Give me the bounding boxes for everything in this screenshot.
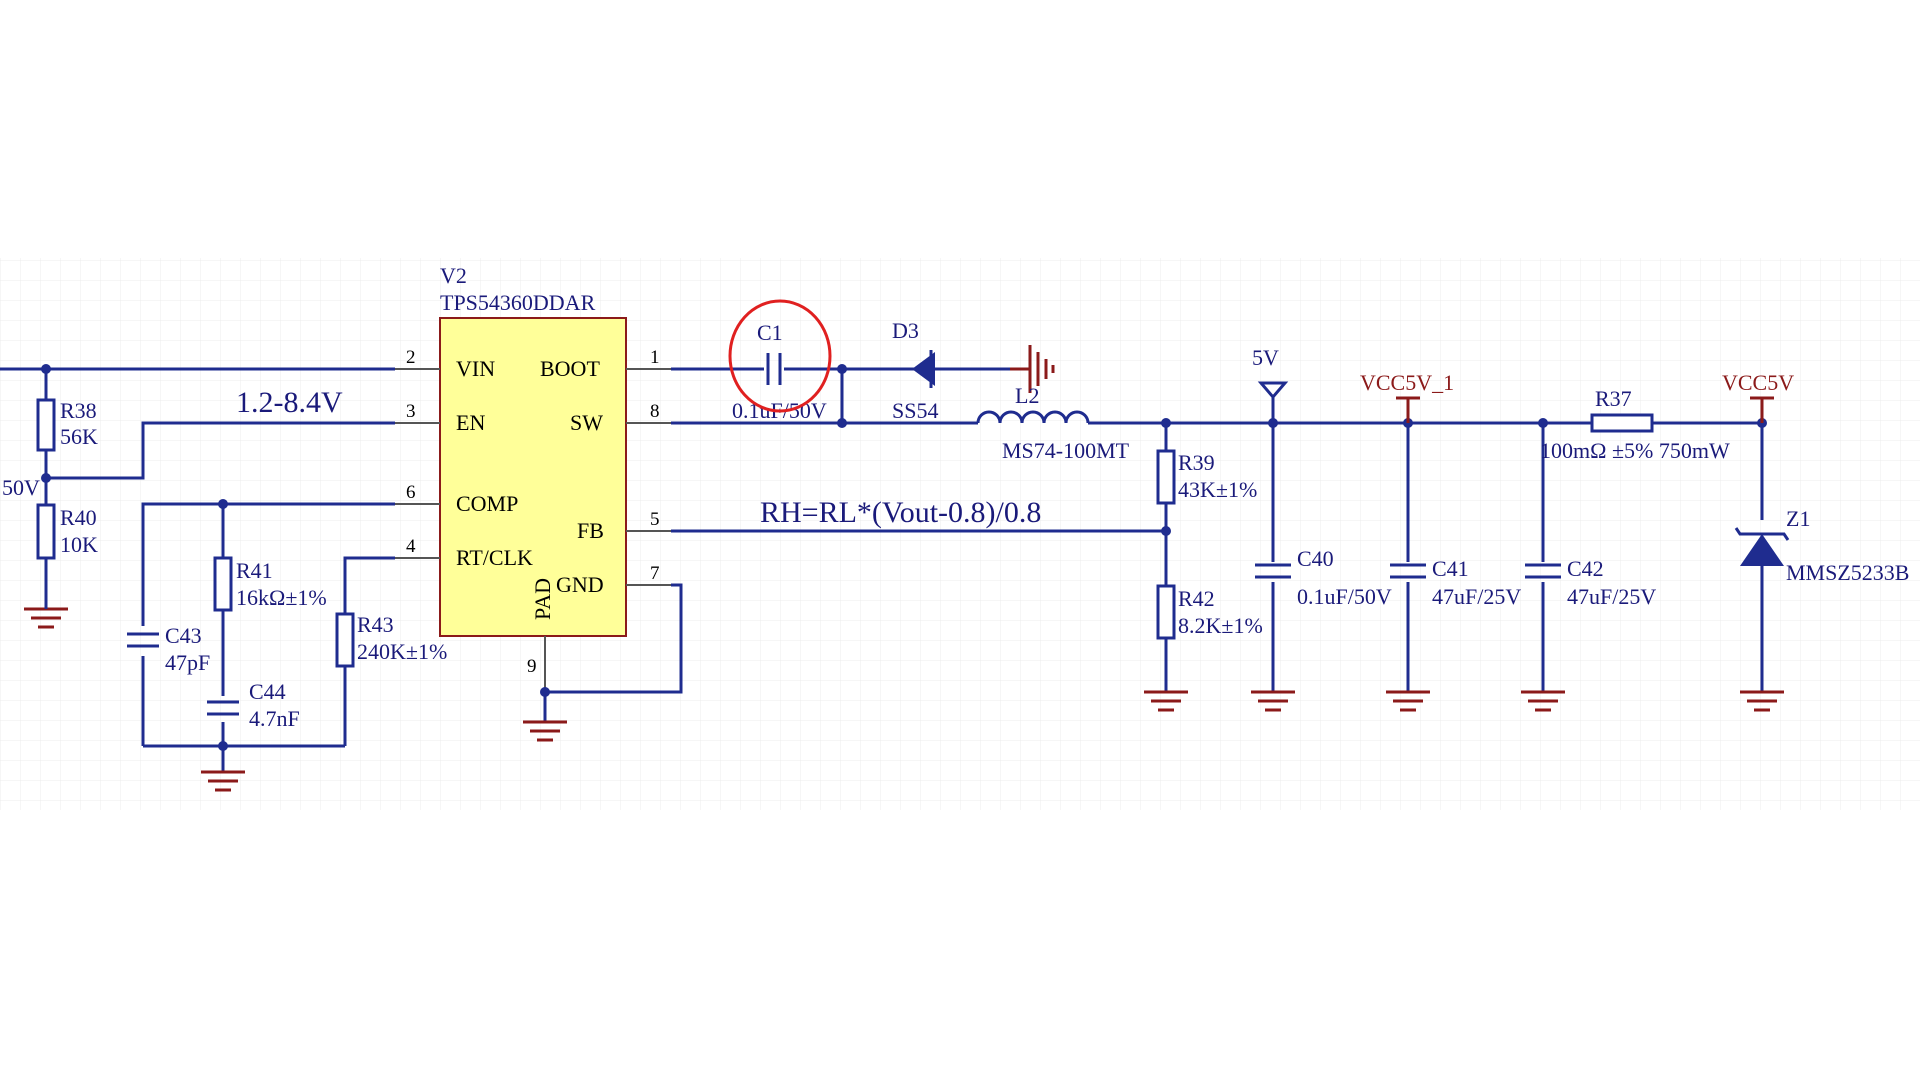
c43-ref: C43 <box>165 623 202 648</box>
pin-num-rtclk: 4 <box>406 536 416 557</box>
r43-value: 240K±1% <box>357 639 447 664</box>
diode-d3[interactable]: D3 SS54 <box>892 318 958 423</box>
pin-num-pad: 9 <box>527 656 537 677</box>
ground-symbols <box>24 605 1784 792</box>
pin-num-vin: 2 <box>406 347 416 368</box>
r37-value: 100mΩ ±5% 750mW <box>1540 438 1730 463</box>
inductor-l2[interactable]: L2 MS74-100MT <box>976 383 1130 463</box>
wires <box>0 367 1764 770</box>
left-cut-label: 50V <box>2 475 40 500</box>
r41-value: 16kΩ±1% <box>236 585 327 610</box>
pin-name-rtclk: RT/CLK <box>456 545 533 570</box>
resistor-r42[interactable]: R42 8.2K±1% <box>1156 584 1263 640</box>
pin-name-en: EN <box>456 410 485 435</box>
d3-value: SS54 <box>892 398 938 423</box>
ground-z1 <box>1740 690 1784 712</box>
r40-ref: R40 <box>60 505 97 530</box>
pin-num-sw: 8 <box>650 401 660 422</box>
c44-ref: C44 <box>249 679 286 704</box>
resistor-r43[interactable]: R43 240K±1% <box>335 612 447 668</box>
r43-ref: R43 <box>357 612 394 637</box>
net-vcc5v: VCC5V <box>1722 370 1794 423</box>
c40-value: 0.1uF/50V <box>1297 584 1392 609</box>
c42-ref: C42 <box>1567 556 1604 581</box>
ground-c40 <box>1251 690 1295 712</box>
c1-highlight-circle <box>728 299 832 413</box>
pin-name-comp: COMP <box>456 491 518 516</box>
capacitor-c1[interactable]: C1 0.1uF/50V <box>728 299 832 423</box>
ground-r42 <box>1144 690 1188 712</box>
c1-ref: C1 <box>757 320 783 345</box>
c41-value: 47uF/25V <box>1432 584 1521 609</box>
pin-num-comp: 6 <box>406 482 416 503</box>
ground-c41 <box>1386 690 1430 712</box>
capacitor-c42[interactable]: C42 47uF/25V <box>1525 556 1656 609</box>
net-5v: 5V <box>1252 345 1289 400</box>
ground-symbol-d3 <box>1010 345 1055 393</box>
ground-ic <box>523 720 567 742</box>
ic-ref: V2 <box>440 263 467 288</box>
net-vcc5v-label: VCC5V <box>1722 370 1794 395</box>
pin-name-vin: VIN <box>456 356 495 381</box>
c44-value: 4.7nF <box>249 706 300 731</box>
pin-num-gnd: 7 <box>650 563 660 584</box>
r42-value: 8.2K±1% <box>1178 613 1263 638</box>
z1-ref: Z1 <box>1786 506 1810 531</box>
pin-name-sw: SW <box>570 410 603 435</box>
c43-value: 47pF <box>165 650 210 675</box>
c41-ref: C41 <box>1432 556 1469 581</box>
resistor-r39[interactable]: R39 43K±1% <box>1156 449 1257 505</box>
r40-value: 10K <box>60 532 98 557</box>
c40-ref: C40 <box>1297 546 1334 571</box>
resistor-r37[interactable]: R37 100mΩ ±5% 750mW <box>1540 386 1730 463</box>
capacitor-c41[interactable]: C41 47uF/25V <box>1390 556 1521 609</box>
grid-background <box>0 258 1920 810</box>
r39-value: 43K±1% <box>1178 477 1257 502</box>
capacitor-c44[interactable]: C44 4.7nF <box>207 679 300 731</box>
net-5v-label: 5V <box>1252 345 1279 370</box>
ic-tps54360[interactable]: V2 TPS54360DDAR 2 3 6 4 1 8 5 7 9 VIN EN… <box>395 263 671 692</box>
junctions <box>41 364 1767 751</box>
pin-num-fb: 5 <box>650 509 660 530</box>
ground-comp <box>201 746 245 792</box>
d3-ref: D3 <box>892 318 919 343</box>
pin-name-fb: FB <box>577 518 604 543</box>
capacitor-c40[interactable]: C40 0.1uF/50V <box>1255 546 1392 609</box>
l2-value: MS74-100MT <box>1002 438 1130 463</box>
r41-ref: R41 <box>236 558 273 583</box>
pin-name-pad: PAD <box>530 578 555 620</box>
net-vcc5v-1-label: VCC5V_1 <box>1360 370 1454 395</box>
zener-z1[interactable]: Z1 MMSZ5233B <box>1734 506 1909 585</box>
r42-ref: R42 <box>1178 586 1215 611</box>
z1-value: MMSZ5233B <box>1786 560 1909 585</box>
ic-part: TPS54360DDAR <box>440 290 596 315</box>
r38-ref: R38 <box>60 398 97 423</box>
resistor-r41[interactable]: R41 16kΩ±1% <box>213 556 327 612</box>
r38-value: 56K <box>60 424 98 449</box>
c42-value: 47uF/25V <box>1567 584 1656 609</box>
l2-ref: L2 <box>1015 383 1039 408</box>
resistor-r38[interactable]: R38 56K <box>36 398 98 452</box>
feedback-formula: RH=RL*(Vout-0.8)/0.8 <box>760 496 1041 529</box>
resistor-r40[interactable]: R40 10K <box>36 503 98 560</box>
r37-ref: R37 <box>1595 386 1632 411</box>
pin-name-gnd: GND <box>556 572 604 597</box>
r39-ref: R39 <box>1178 450 1215 475</box>
pin-num-boot: 1 <box>650 347 660 368</box>
ground-r40 <box>24 605 68 629</box>
net-vcc5v-1: VCC5V_1 <box>1360 370 1454 423</box>
capacitor-c43[interactable]: C43 47pF <box>127 623 210 675</box>
pin-name-boot: BOOT <box>540 356 600 381</box>
pin-num-en: 3 <box>406 401 416 422</box>
input-range-annotation: 1.2-8.4V <box>236 386 343 419</box>
ground-c42 <box>1521 690 1565 712</box>
